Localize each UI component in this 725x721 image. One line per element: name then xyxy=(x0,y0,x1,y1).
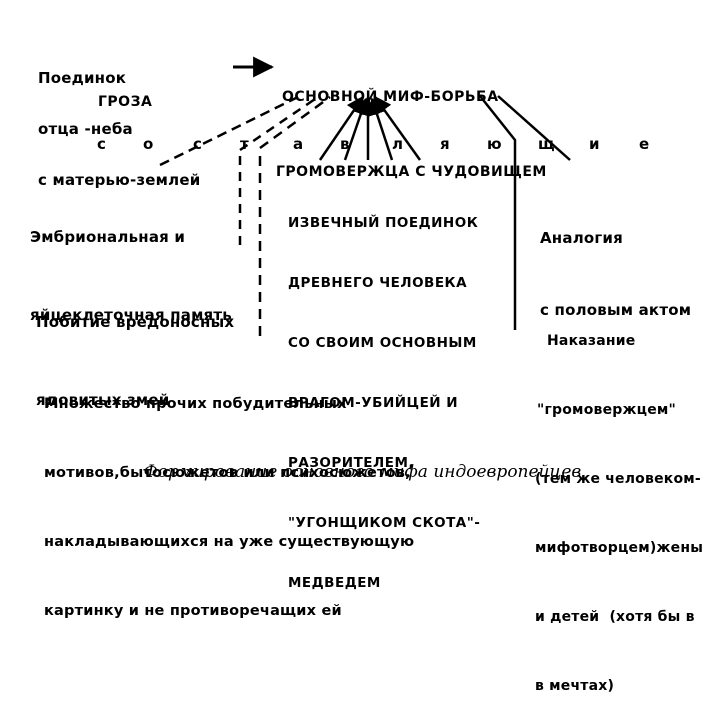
main-myth-block: ОСНОВНОЙ МИФ-БОРЬБА ГРОМОВЕРЖЦА С ЧУДОВИ… xyxy=(276,35,547,210)
left-source-block: Поединок отца -неба с матерью-землей xyxy=(38,36,200,206)
motives-line-3: накладывающихся на уже существующую xyxy=(44,534,415,550)
punishment-line-1: Наказание xyxy=(547,333,636,349)
embryonic-line-2: яйцеклеточная память xyxy=(30,306,232,324)
snakes-block: Побитие вредоносных ядовитых змей xyxy=(36,257,234,439)
duel-arrow-5 xyxy=(373,95,422,161)
dashed-line-motives-diag xyxy=(259,95,331,150)
component-letter: л xyxy=(392,135,403,153)
left-source-line-2: отца -неба xyxy=(38,120,133,138)
component-letter: о xyxy=(143,135,154,153)
left-source-line-1: Поединок xyxy=(38,69,127,87)
left-source-sub: ГРОЗА xyxy=(98,94,153,110)
motives-block: Множество прочих побудительных мотивов,б… xyxy=(44,347,414,646)
snakes-line-2: ядовитых змей xyxy=(36,391,170,409)
analogy-line xyxy=(497,95,571,161)
analogy-block: Аналогия с половым актом xyxy=(540,178,691,346)
component-letter: в xyxy=(340,135,350,153)
component-letter: с xyxy=(97,135,106,153)
motives-line-2: мотивов,бытосюжетов или психосюжетов, xyxy=(44,465,411,481)
component-letter: т xyxy=(240,135,249,153)
punishment-line-4: мифотворцем)жены xyxy=(535,540,704,556)
punishment-line-5: и детей (хотя бы в xyxy=(535,609,695,625)
motives-line-1: Множество прочих побудительных xyxy=(44,396,347,412)
connector-lines xyxy=(159,56,571,336)
analogy-line-2: с половым актом xyxy=(540,301,692,319)
embryonic-line-1: Эмбриональная и xyxy=(30,228,186,246)
embryonic-block: Эмбриональная и яйцеклеточная память xyxy=(30,172,232,354)
component-letter: щ xyxy=(538,135,555,153)
duel-line-4: ВРАГОМ-УБИЙЦЕЙ И xyxy=(288,395,459,411)
snakes-line-1: Побитие вредоносных xyxy=(36,313,235,331)
component-letter: с xyxy=(193,135,202,153)
component-letter: ю xyxy=(487,135,502,153)
duel-line-5: РАЗОРИТЕЛЕМ, xyxy=(288,455,415,471)
dashed-line-embryonic xyxy=(159,94,301,167)
component-letter: и xyxy=(589,135,600,153)
main-myth-line-2: ГРОМОВЕРЖЦА С ЧУДОВИЩЕМ xyxy=(276,164,547,180)
component-letter: е xyxy=(639,135,650,153)
punishment-line xyxy=(479,95,517,330)
component-letter: я xyxy=(440,135,450,153)
component-letter: а xyxy=(293,135,304,153)
motives-line-4: картинку и не противоречащих ей xyxy=(44,603,342,619)
figure-caption: Формирование основного мифа индоевропейц… xyxy=(143,462,582,482)
punishment-line-6: в мечтах) xyxy=(535,678,615,694)
punishment-line-2: "громовержцем" xyxy=(537,402,677,418)
duel-line-2: ДРЕВНЕГО ЧЕЛОВЕКА xyxy=(288,275,468,291)
left-source-line-3: с матерью-землей xyxy=(38,171,201,189)
punishment-line-3: (тем же человеком- xyxy=(535,471,701,487)
analogy-line-1: Аналогия xyxy=(540,229,623,247)
main-myth-line-1: ОСНОВНОЙ МИФ-БОРЬБА xyxy=(282,89,499,105)
duel-line-3: СО СВОИМ ОСНОВНЫМ xyxy=(288,335,477,351)
punishment-block: Наказание "громовержцем" (тем же человек… xyxy=(535,284,703,721)
duel-line-1: ИЗВЕЧНЫЙ ПОЕДИНОК xyxy=(288,215,479,231)
